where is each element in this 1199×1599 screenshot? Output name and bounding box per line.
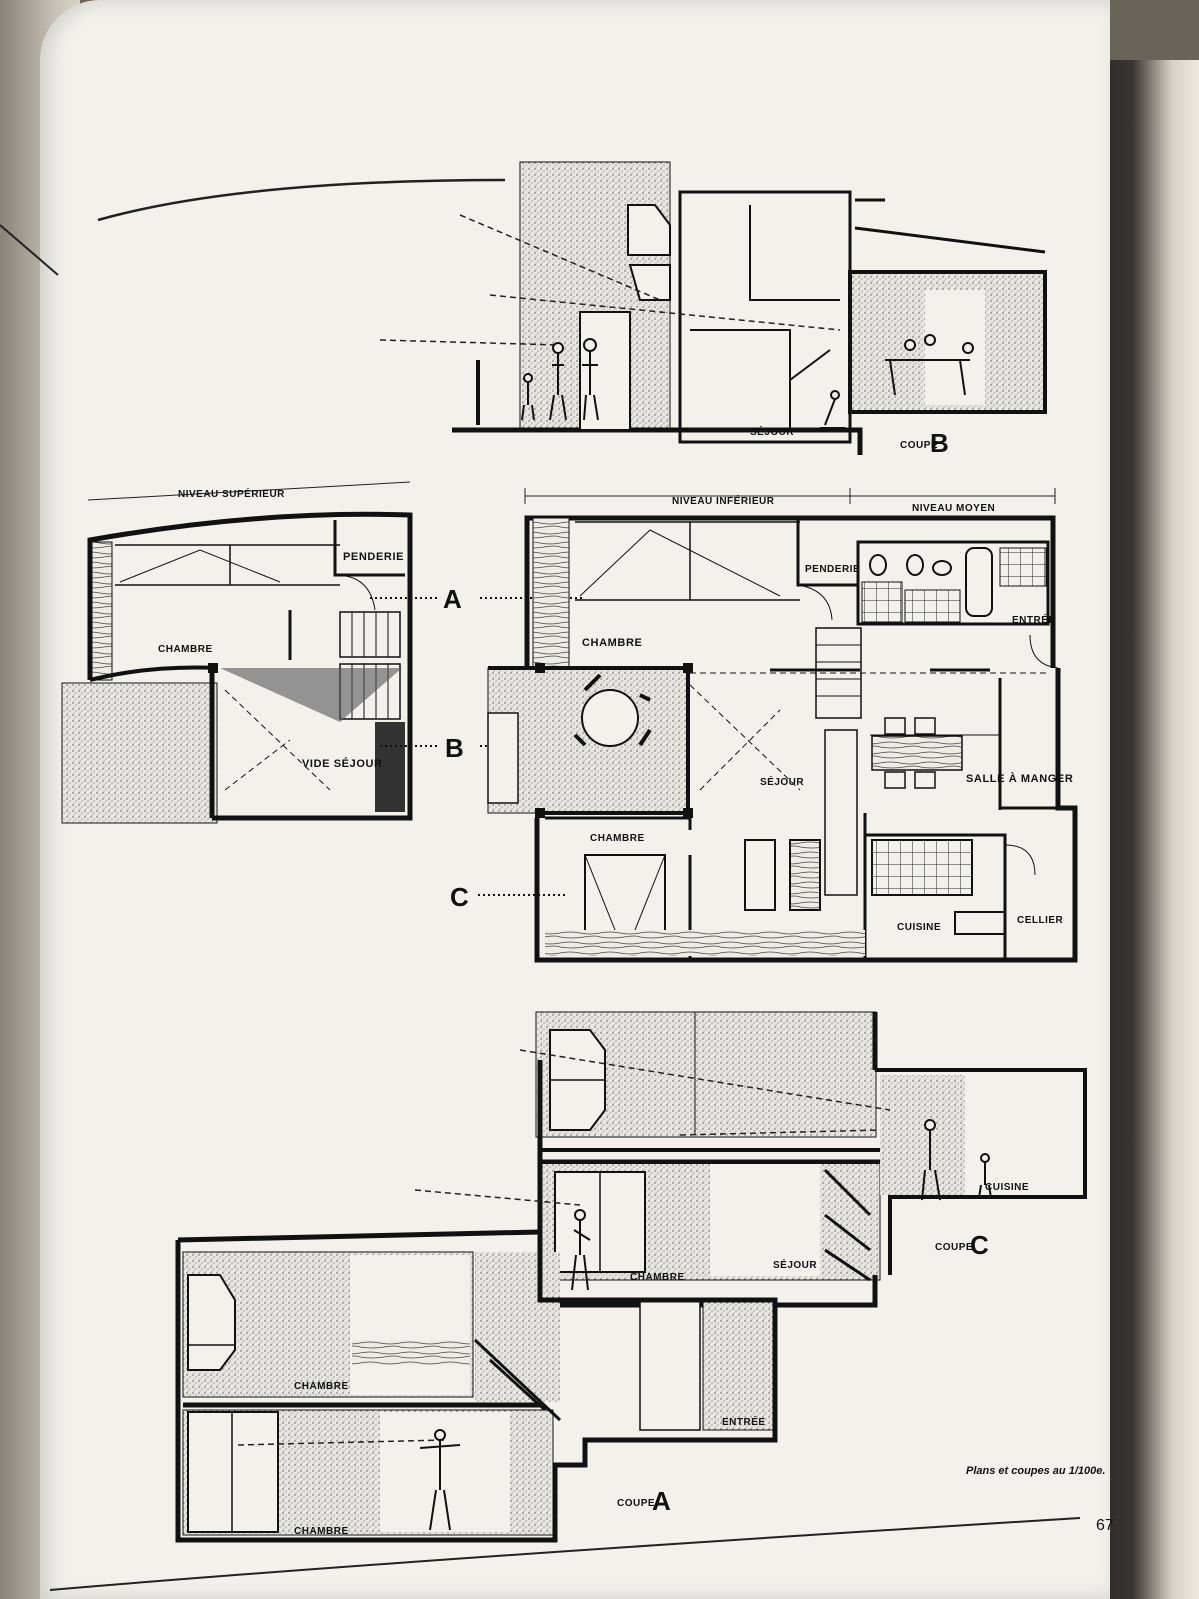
page-number: 67 (1096, 1517, 1114, 1534)
label-coupe-c-letter: C (970, 1230, 989, 1260)
label-sejour-coupe-c: SÉJOUR (773, 1258, 817, 1271)
marker-a: A (443, 584, 462, 614)
label-entree-plan: ENTRÉE (1012, 613, 1056, 626)
label-entree-coupe-a: ENTRÉE (722, 1415, 766, 1428)
label-coupe-a-letter: A (652, 1486, 671, 1516)
label-coupe-b: COUPÉ (900, 438, 938, 451)
label-chambre-coupe-c: CHAMBRE (630, 1272, 685, 1283)
label-chambre-coupe-a-upper: CHAMBRE (294, 1381, 349, 1392)
label-coupe-c: COUPE (935, 1242, 973, 1253)
label-coupe-a: COUPE (617, 1498, 655, 1509)
marker-b: B (445, 733, 464, 763)
label-sejour-plan: SÉJOUR (760, 775, 804, 788)
label-penderie-superieur: PENDERIE (343, 551, 404, 563)
label-sejour-coupe-b: SÉJOUR (750, 425, 794, 438)
label-chambre-lower: CHAMBRE (590, 833, 645, 844)
label-niveau-moyen: NIVEAU MOYEN (912, 503, 995, 514)
marker-c: C (450, 882, 469, 912)
label-vide-sejour: VIDE SÉJOUR (302, 757, 383, 770)
label-penderie-inferieur: PENDERIE (805, 564, 860, 575)
label-niveau-inferieur: NIVEAU INFÉRIEUR (672, 494, 775, 507)
section-markers: A B C (370, 584, 585, 912)
label-chambre-coupe-a-lower: CHAMBRE (294, 1526, 349, 1537)
plan-niveau-superieur: NIVEAU SUPÉRIEUR CHAMBRE PENDERIE VIDE S… (61, 481, 413, 824)
label-cuisine-coupe-c: CUISINE (985, 1182, 1029, 1193)
section-coupe-b: SÉJOUR COUPÉ B (379, 161, 1047, 458)
label-chambre-superieur: CHAMBRE (158, 644, 213, 655)
label-chambre-inferieur: CHAMBRE (582, 637, 642, 649)
label-coupe-b-letter: B (930, 428, 949, 458)
label-niveau-superieur: NIVEAU SUPÉRIEUR (178, 487, 285, 500)
plan-niveau-inferieur-moyen: NIVEAU INFÉRIEUR NIVEAU MOYEN (208, 488, 1078, 963)
figure-caption: Plans et coupes au 1/100e. (966, 1465, 1105, 1477)
label-cellier: CELLIER (1017, 915, 1064, 926)
label-salle-a-manger: SALLE À MANGER (966, 772, 1073, 785)
section-coupe-c: CUISINE SÉJOUR CHAMBRE COUPE C (414, 1011, 1087, 1310)
label-cuisine-plan: CUISINE (897, 922, 941, 933)
section-coupe-a: CHAMBRE CHAMBRE ENTRÉE COUPE A (175, 1229, 778, 1543)
